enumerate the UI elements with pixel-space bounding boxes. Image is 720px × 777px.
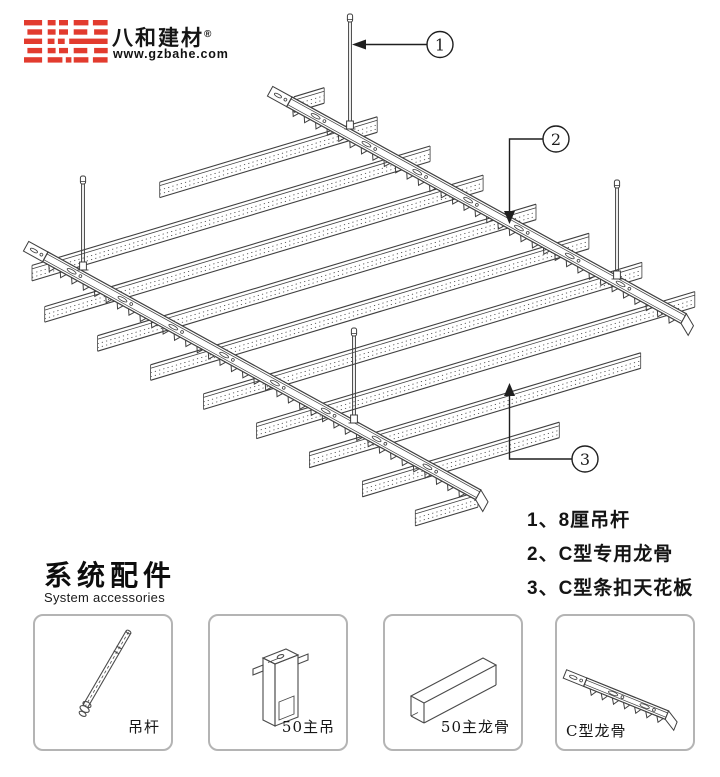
hanger-rod: [348, 327, 360, 424]
carrier-rail: [562, 669, 678, 732]
carrier-rail: [266, 85, 695, 337]
accessory-label-main-carrier: 50主龙骨: [440, 718, 510, 736]
callout-3-number: 3: [580, 450, 590, 469]
carrier-rail: [22, 240, 489, 513]
main-carrier-drawing: [409, 657, 498, 724]
registered-mark: ®: [204, 29, 212, 40]
callout-2-leader: [508, 138, 544, 213]
accessory-card-main-carrier: 50主龙骨: [383, 614, 523, 751]
legend-item-2: 2、C型专用龙骨: [527, 544, 674, 565]
accessories-title: 系统配件: [44, 560, 177, 591]
brand-website: www.gzbahe.com: [113, 47, 229, 61]
legend-item-1: 1、8厘吊杆: [527, 510, 631, 531]
ceiling-strip-panels: [31, 87, 696, 527]
callout-1-number: 1: [435, 36, 445, 55]
c-carrier-drawing: [562, 669, 678, 732]
hanger-rod: [77, 175, 89, 271]
callout-1-circle: [426, 30, 454, 59]
hanger-rods: [77, 13, 623, 424]
accessory-card-hanger-rod: 吊杆: [33, 614, 173, 751]
callout-2-arrowhead: [504, 211, 515, 224]
logo-mark-icon: [24, 20, 108, 63]
hanger-rod: [344, 13, 356, 130]
accessory-card-c-carrier: C型龙骨: [555, 614, 695, 751]
brand-name: 八和建材®: [112, 27, 212, 50]
ceiling-system-diagram: 1 2 3: [22, 13, 696, 527]
accessory-card-main-hanger: 50主吊: [208, 614, 348, 751]
callout-3-circle: [571, 445, 599, 473]
main-hanger-drawing: [252, 648, 309, 727]
accessory-label-c-carrier: C型龙骨: [566, 722, 627, 740]
accessories-subtitle: System accessories: [44, 590, 165, 605]
hanger-rod: [611, 179, 623, 280]
accessory-label-hanger-rod: 吊杆: [127, 718, 160, 736]
callout-3-leader: [508, 394, 572, 460]
callout-3-arrowhead: [504, 383, 515, 396]
company-logo: 八和建材® www.gzbahe.com: [20, 14, 300, 74]
callout-2-circle: [542, 125, 570, 153]
accessory-label-main-hanger: 50主吊: [281, 718, 335, 736]
carrier-rails: [22, 85, 695, 513]
hanger-rod-drawing: [78, 629, 132, 717]
legend-item-3: 3、C型条扣天花板: [527, 578, 694, 599]
callout-1-arrowhead: [352, 39, 366, 50]
legend: 1、8厘吊杆 2、C型专用龙骨 3、C型条扣天花板: [527, 509, 717, 611]
callout-2-number: 2: [551, 130, 561, 149]
